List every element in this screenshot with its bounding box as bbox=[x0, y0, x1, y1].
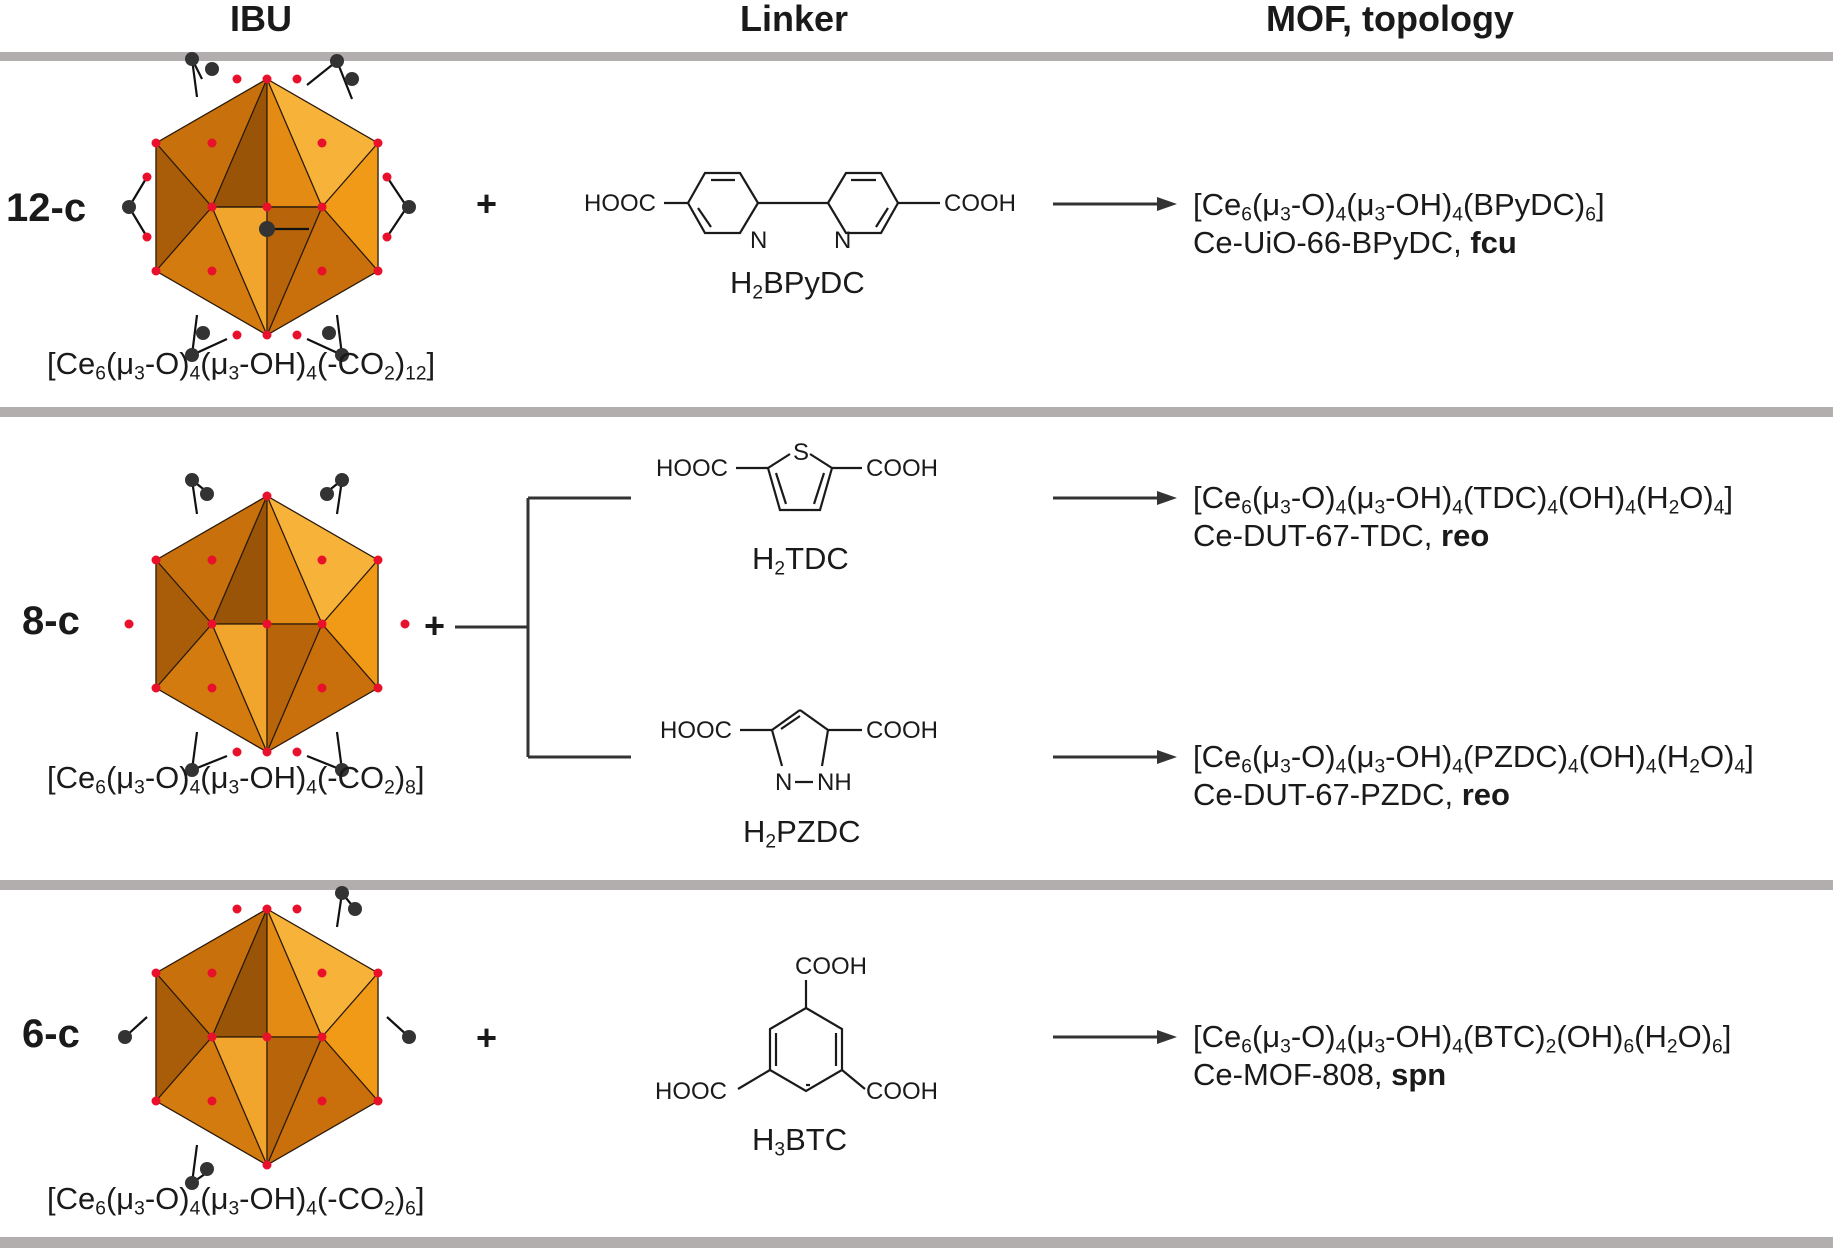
pyridine-nitrogen-right: N bbox=[834, 227, 851, 254]
separator-bottom bbox=[0, 1237, 1833, 1248]
linker-name-bpydc: H2BPyDC bbox=[730, 265, 865, 304]
mof-name: Ce-DUT-67-TDC, reo bbox=[1193, 518, 1490, 553]
topology-label: spn bbox=[1391, 1057, 1447, 1092]
mof-formula: [Ce6(μ3-O)4(μ3-OH)4(BPyDC)6] bbox=[1193, 187, 1605, 226]
linker-right-group: COOH bbox=[866, 1078, 938, 1105]
mof-product-pzdc: [Ce6(μ3-O)4(μ3-OH)4(PZDC)4(OH)4(H2O)4] C… bbox=[1193, 738, 1754, 814]
linker-left-group: HOOC bbox=[660, 717, 732, 744]
linker-name-tdc: H2TDC bbox=[752, 541, 849, 580]
pyrazole-nh: NH bbox=[817, 769, 852, 796]
connectivity-label-12c: 12-c bbox=[6, 186, 87, 230]
ibu-formula-6c: [Ce6(μ3-O)4(μ3-OH)4(-CO2)6] bbox=[47, 1181, 425, 1220]
linker-structure-bpydc: HOOC COOH N N bbox=[584, 171, 1016, 254]
reaction-arrow-row-2a bbox=[1053, 491, 1177, 505]
carbon-atoms bbox=[118, 886, 416, 1190]
linker-right-group: COOH bbox=[866, 717, 938, 744]
carbon-atoms bbox=[122, 52, 416, 362]
linker-structure-pzdc: HOOC COOH N NH bbox=[660, 709, 938, 796]
mof-formula: [Ce6(μ3-O)4(μ3-OH)4(TDC)4(OH)4(H2O)4] bbox=[1193, 480, 1734, 519]
header-linker: Linker bbox=[740, 0, 849, 39]
mof-formula: [Ce6(μ3-O)4(μ3-OH)4(BTC)2(OH)6(H2O)6] bbox=[1193, 1019, 1732, 1058]
linker-top-group: COOH bbox=[795, 953, 867, 980]
topology-label: reo bbox=[1441, 518, 1490, 553]
carbon-atoms bbox=[185, 473, 349, 777]
mof-name: Ce-MOF-808, spn bbox=[1193, 1057, 1447, 1092]
pyridine-nitrogen-left: N bbox=[750, 227, 767, 254]
reaction-arrow-row-1 bbox=[1053, 197, 1177, 211]
separator-row-2 bbox=[0, 880, 1833, 890]
ibu-cluster-8c bbox=[124, 473, 410, 777]
mof-name: Ce-DUT-67-PZDC, reo bbox=[1193, 777, 1510, 812]
topology-label: fcu bbox=[1470, 225, 1517, 260]
mof-product-btc: [Ce6(μ3-O)4(μ3-OH)4(BTC)2(OH)6(H2O)6] Ce… bbox=[1193, 1018, 1731, 1094]
linker-name-pzdc: H2PZDC bbox=[743, 814, 861, 853]
oxygen-atoms bbox=[151, 904, 383, 1170]
reaction-arrow-row-3 bbox=[1053, 1030, 1177, 1044]
ibu-cluster-6c bbox=[118, 886, 416, 1190]
connectivity-label-6c: 6-c bbox=[22, 1012, 80, 1056]
branch-bracket bbox=[455, 496, 631, 759]
separator-top bbox=[0, 52, 1833, 61]
mof-product-bpydc: [Ce6(μ3-O)4(μ3-OH)4(BPyDC)6] Ce-UiO-66-B… bbox=[1193, 186, 1605, 262]
plus-sign-row-1: + bbox=[476, 183, 498, 224]
mof-product-tdc: [Ce6(μ3-O)4(μ3-OH)4(TDC)4(OH)4(H2O)4] Ce… bbox=[1193, 479, 1733, 555]
separator-row-1 bbox=[0, 407, 1833, 417]
linker-right-group: COOH bbox=[866, 455, 938, 482]
linker-structure-tdc: HOOC COOH S bbox=[656, 439, 938, 512]
reaction-arrow-row-2b bbox=[1053, 750, 1177, 764]
linker-left-group: HOOC bbox=[656, 455, 728, 482]
header-ibu: IBU bbox=[230, 0, 292, 39]
header-mof-topology: MOF, topology bbox=[1266, 0, 1514, 39]
oxygen-atoms bbox=[124, 491, 410, 757]
ibu-formula-12c: [Ce6(μ3-O)4(μ3-OH)4(-CO2)12] bbox=[47, 346, 436, 385]
plus-sign-row-3: + bbox=[476, 1017, 498, 1058]
connectivity-label-8c: 8-c bbox=[22, 599, 80, 643]
pyrazole-nitrogen: N bbox=[775, 769, 792, 796]
ibu-cluster-12c bbox=[122, 52, 416, 362]
mof-name: Ce-UiO-66-BPyDC, fcu bbox=[1193, 225, 1517, 260]
linker-name-btc: H3BTC bbox=[752, 1122, 848, 1161]
topology-label: reo bbox=[1461, 777, 1510, 812]
linker-right-group: COOH bbox=[944, 190, 1016, 217]
plus-sign-row-2: + bbox=[424, 605, 446, 646]
linker-left-group: HOOC bbox=[655, 1078, 727, 1105]
ibu-formula-8c: [Ce6(μ3-O)4(μ3-OH)4(-CO2)8] bbox=[47, 760, 425, 799]
oxygen-atoms bbox=[142, 74, 392, 340]
thiophene-sulfur: S bbox=[793, 439, 809, 466]
linker-left-group: HOOC bbox=[584, 190, 656, 217]
mof-formula: [Ce6(μ3-O)4(μ3-OH)4(PZDC)4(OH)4(H2O)4] bbox=[1193, 739, 1754, 778]
linker-structure-btc: COOH HOOC COOH bbox=[655, 953, 938, 1105]
